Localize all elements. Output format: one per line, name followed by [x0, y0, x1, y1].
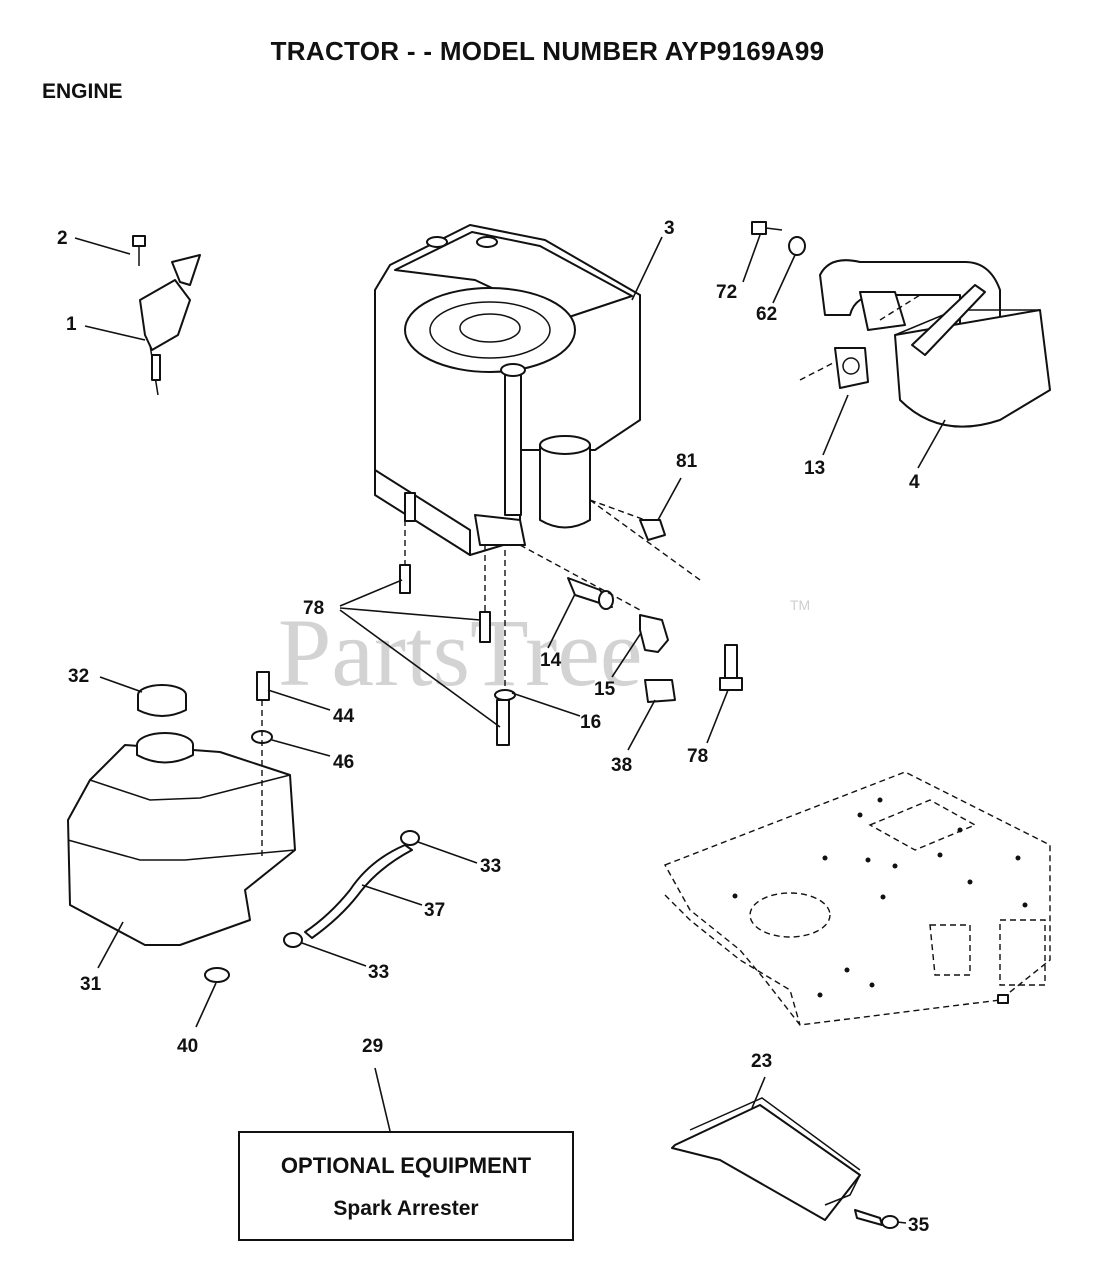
- optional-equipment-title: OPTIONAL EQUIPMENT: [280, 1153, 532, 1178]
- callout-14[interactable]: 14: [540, 650, 562, 671]
- callout-62[interactable]: 62: [756, 304, 777, 325]
- callout-33-bottom[interactable]: 33: [368, 962, 389, 983]
- callout-31[interactable]: 31: [80, 974, 102, 995]
- frame-plate-part[interactable]: [663, 771, 1051, 1026]
- callout-40[interactable]: 40: [177, 1036, 198, 1057]
- callout-81[interactable]: 81: [676, 451, 698, 472]
- heat-shield-part[interactable]: [671, 1097, 899, 1229]
- callout-33-top[interactable]: 33: [480, 856, 501, 877]
- fuel-line-part[interactable]: [283, 830, 420, 948]
- callout-1[interactable]: 1: [66, 314, 77, 335]
- leader-lines: [74, 234, 946, 1224]
- engine-part[interactable]: [374, 224, 641, 556]
- callout-38[interactable]: 38: [611, 755, 632, 776]
- callout-29[interactable]: 29: [362, 1036, 383, 1057]
- fuel-fittings-part[interactable]: [519, 499, 743, 703]
- callout-3[interactable]: 3: [664, 218, 675, 239]
- callout-35[interactable]: 35: [908, 1215, 930, 1236]
- fuel-tank-part[interactable]: [67, 671, 296, 983]
- callout-37[interactable]: 37: [424, 900, 445, 921]
- callout-15[interactable]: 15: [594, 679, 616, 700]
- callout-23[interactable]: 23: [751, 1051, 772, 1072]
- callout-16[interactable]: 16: [580, 712, 601, 733]
- callout-78-left[interactable]: 78: [303, 598, 324, 619]
- callout-46[interactable]: 46: [333, 752, 354, 773]
- watermark: PartsTree: [278, 599, 642, 706]
- callout-78-right[interactable]: 78: [687, 746, 708, 767]
- callout-2[interactable]: 2: [57, 228, 68, 249]
- callout-32[interactable]: 32: [68, 666, 89, 687]
- engine-bolts-part[interactable]: [399, 520, 516, 746]
- callout-4[interactable]: 4: [909, 472, 920, 493]
- watermark-tm: TM: [790, 597, 810, 613]
- page-title: TRACTOR - - MODEL NUMBER AYP9169A99: [270, 36, 825, 66]
- callout-13[interactable]: 13: [804, 458, 825, 479]
- callout-44[interactable]: 44: [333, 706, 355, 727]
- muffler-part[interactable]: [751, 221, 1051, 428]
- spark-arrester-label: Spark Arrester: [333, 1197, 479, 1220]
- optional-equipment-box: OPTIONAL EQUIPMENT Spark Arrester: [238, 1131, 574, 1241]
- section-label: ENGINE: [42, 80, 123, 103]
- callout-72[interactable]: 72: [716, 282, 737, 303]
- throttle-control-part[interactable]: [132, 235, 201, 396]
